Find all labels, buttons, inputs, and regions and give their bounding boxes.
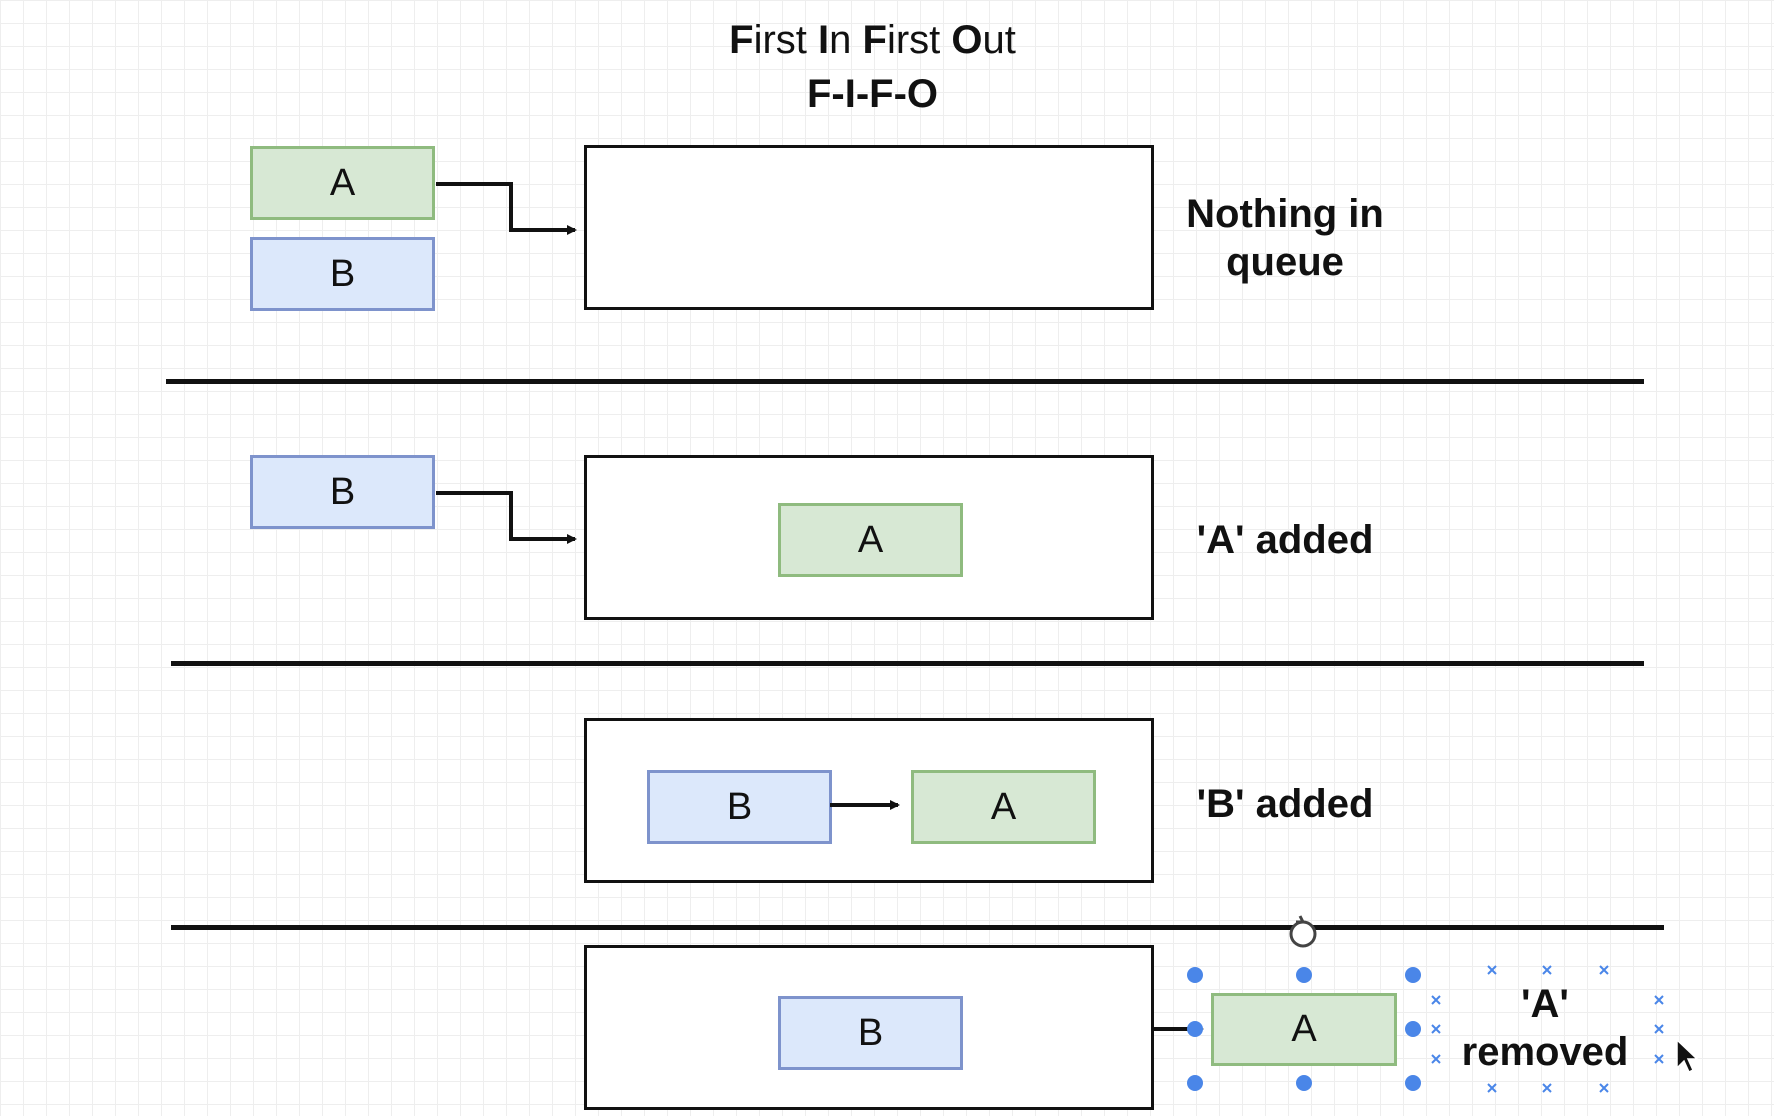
diagram-subtitle: F-I-F-O (806, 72, 939, 116)
title-part: Out (951, 18, 1016, 62)
stage-divider (166, 379, 1644, 384)
caption-stage-2: 'A' added (1196, 518, 1374, 562)
rotate-icon[interactable] (1289, 915, 1317, 948)
connection-point-icon (1542, 965, 1552, 975)
title-part: In (818, 18, 863, 62)
stage-divider (171, 661, 1644, 666)
selection-handles[interactable] (1187, 967, 1421, 1091)
selection-handle[interactable] (1405, 1021, 1421, 1037)
connection-point-icon (1431, 1024, 1441, 1034)
stage-divider (171, 925, 1664, 930)
connection-point-icon (1431, 995, 1441, 1005)
caption-stage-3: 'B' added (1196, 782, 1374, 826)
selection-handle[interactable] (1296, 1075, 1312, 1091)
selection-handle[interactable] (1187, 1021, 1203, 1037)
connection-point-icon (1654, 1054, 1664, 1064)
queued-item-a[interactable]: A (778, 503, 963, 577)
connection-point-icon (1487, 965, 1497, 975)
connection-point-icon (1431, 1054, 1441, 1064)
connection-point-icon (1654, 995, 1664, 1005)
selection-handle[interactable] (1296, 967, 1312, 983)
queued-item-b[interactable]: B (778, 996, 963, 1070)
selection-handle[interactable] (1187, 967, 1203, 983)
connection-point-icon (1599, 1083, 1609, 1093)
item-b-waiting[interactable]: B (250, 237, 435, 311)
title-part: First (729, 18, 819, 62)
selection-handle[interactable] (1405, 1075, 1421, 1091)
connection-point-icon (1487, 1083, 1497, 1093)
selection-handle[interactable] (1405, 967, 1421, 983)
diagram-title: First In First Out (0, 18, 1745, 63)
removed-item-a[interactable]: A (1211, 993, 1397, 1066)
caption-stage-1: Nothing in queue (1186, 192, 1384, 284)
title-part: First (862, 18, 952, 62)
enqueue-arrow[interactable] (436, 182, 577, 235)
connection-point-icon (1654, 1024, 1664, 1034)
selection-handle[interactable] (1187, 1075, 1203, 1091)
queue-box-stage-4[interactable]: B (584, 945, 1154, 1110)
connection-point-icon (1542, 1083, 1552, 1093)
queued-item-b[interactable]: B (647, 770, 832, 844)
caption-stage-4: 'A' removed (1461, 982, 1629, 1074)
queued-item-a[interactable]: A (911, 770, 1096, 844)
enqueue-arrow[interactable] (436, 491, 577, 544)
connection-point-icon (1599, 965, 1609, 975)
queue-box-stage-1[interactable] (584, 145, 1154, 310)
queue-box-stage-2[interactable]: A (584, 455, 1154, 620)
queue-box-stage-3[interactable]: B A (584, 718, 1154, 883)
item-a-waiting[interactable]: A (250, 146, 435, 220)
item-b-waiting[interactable]: B (250, 455, 435, 529)
mouse-cursor-icon (1676, 1038, 1699, 1074)
connection-points (1431, 965, 1664, 1093)
